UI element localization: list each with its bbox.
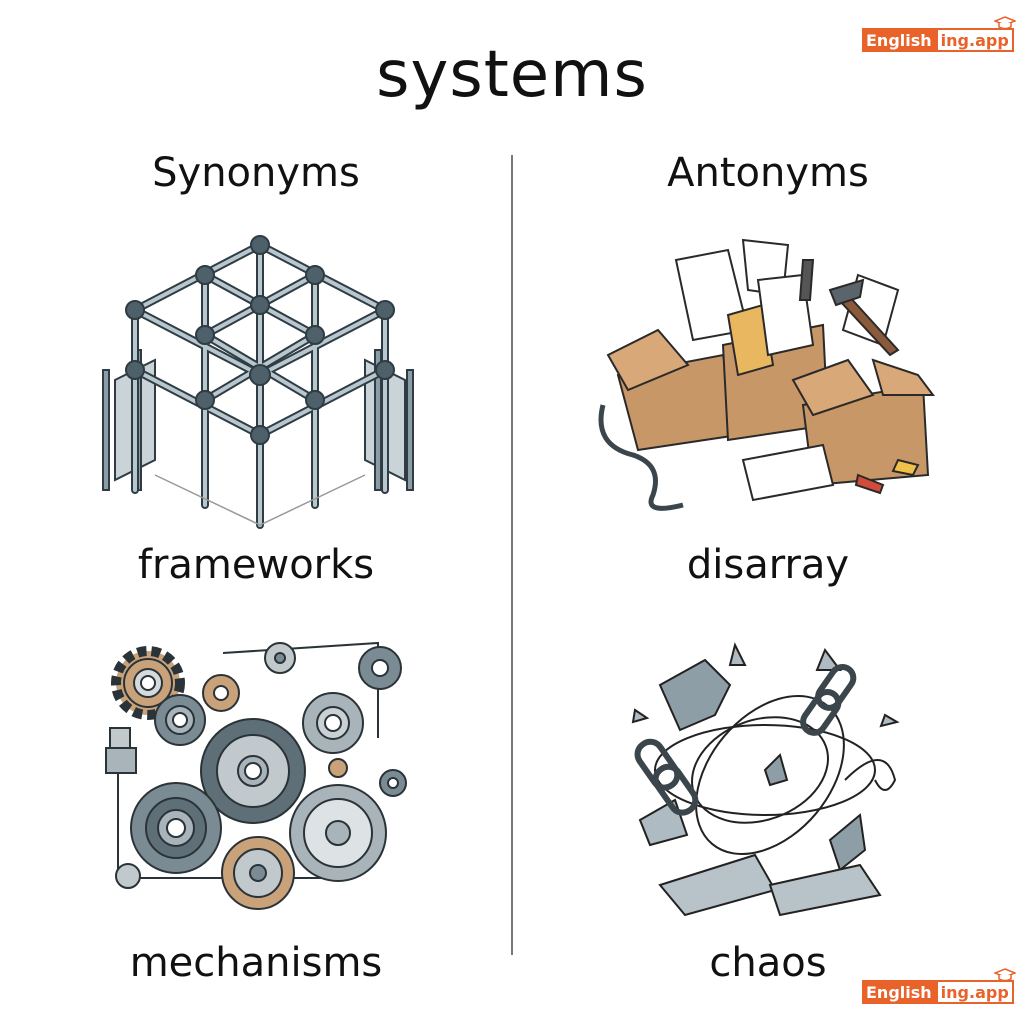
antonym-word-1: disarray [686, 542, 850, 588]
messy-boxes-icon [598, 238, 935, 511]
gears-mechanism-icon [105, 641, 407, 910]
antonym-word-2: chaos [709, 940, 827, 986]
brand-logo-bottom: English ing.app [862, 968, 1016, 1004]
scaffold-framework-icon [102, 235, 414, 529]
graduation-cap-icon [993, 16, 1016, 30]
brand-logo-part2-text: ing.app [940, 30, 1009, 50]
brand-logo-part1: English [862, 28, 936, 52]
brand-logo-part2-text: ing.app [940, 982, 1009, 1002]
column-divider [511, 155, 513, 955]
brand-logo-part2: ing.app [935, 16, 1016, 52]
broken-chaos-icon [631, 642, 900, 917]
brand-logo-top: English ing.app [862, 16, 1016, 52]
graduation-cap-icon [993, 968, 1016, 982]
synonyms-heading: Synonyms [152, 150, 360, 196]
synonym-word-1: frameworks [137, 542, 375, 588]
synonym-word-2: mechanisms [129, 940, 383, 986]
brand-logo-part1: English [862, 980, 936, 1004]
page-title: systems [376, 38, 648, 112]
brand-logo-part2: ing.app [935, 968, 1016, 1004]
antonyms-heading: Antonyms [667, 150, 869, 196]
